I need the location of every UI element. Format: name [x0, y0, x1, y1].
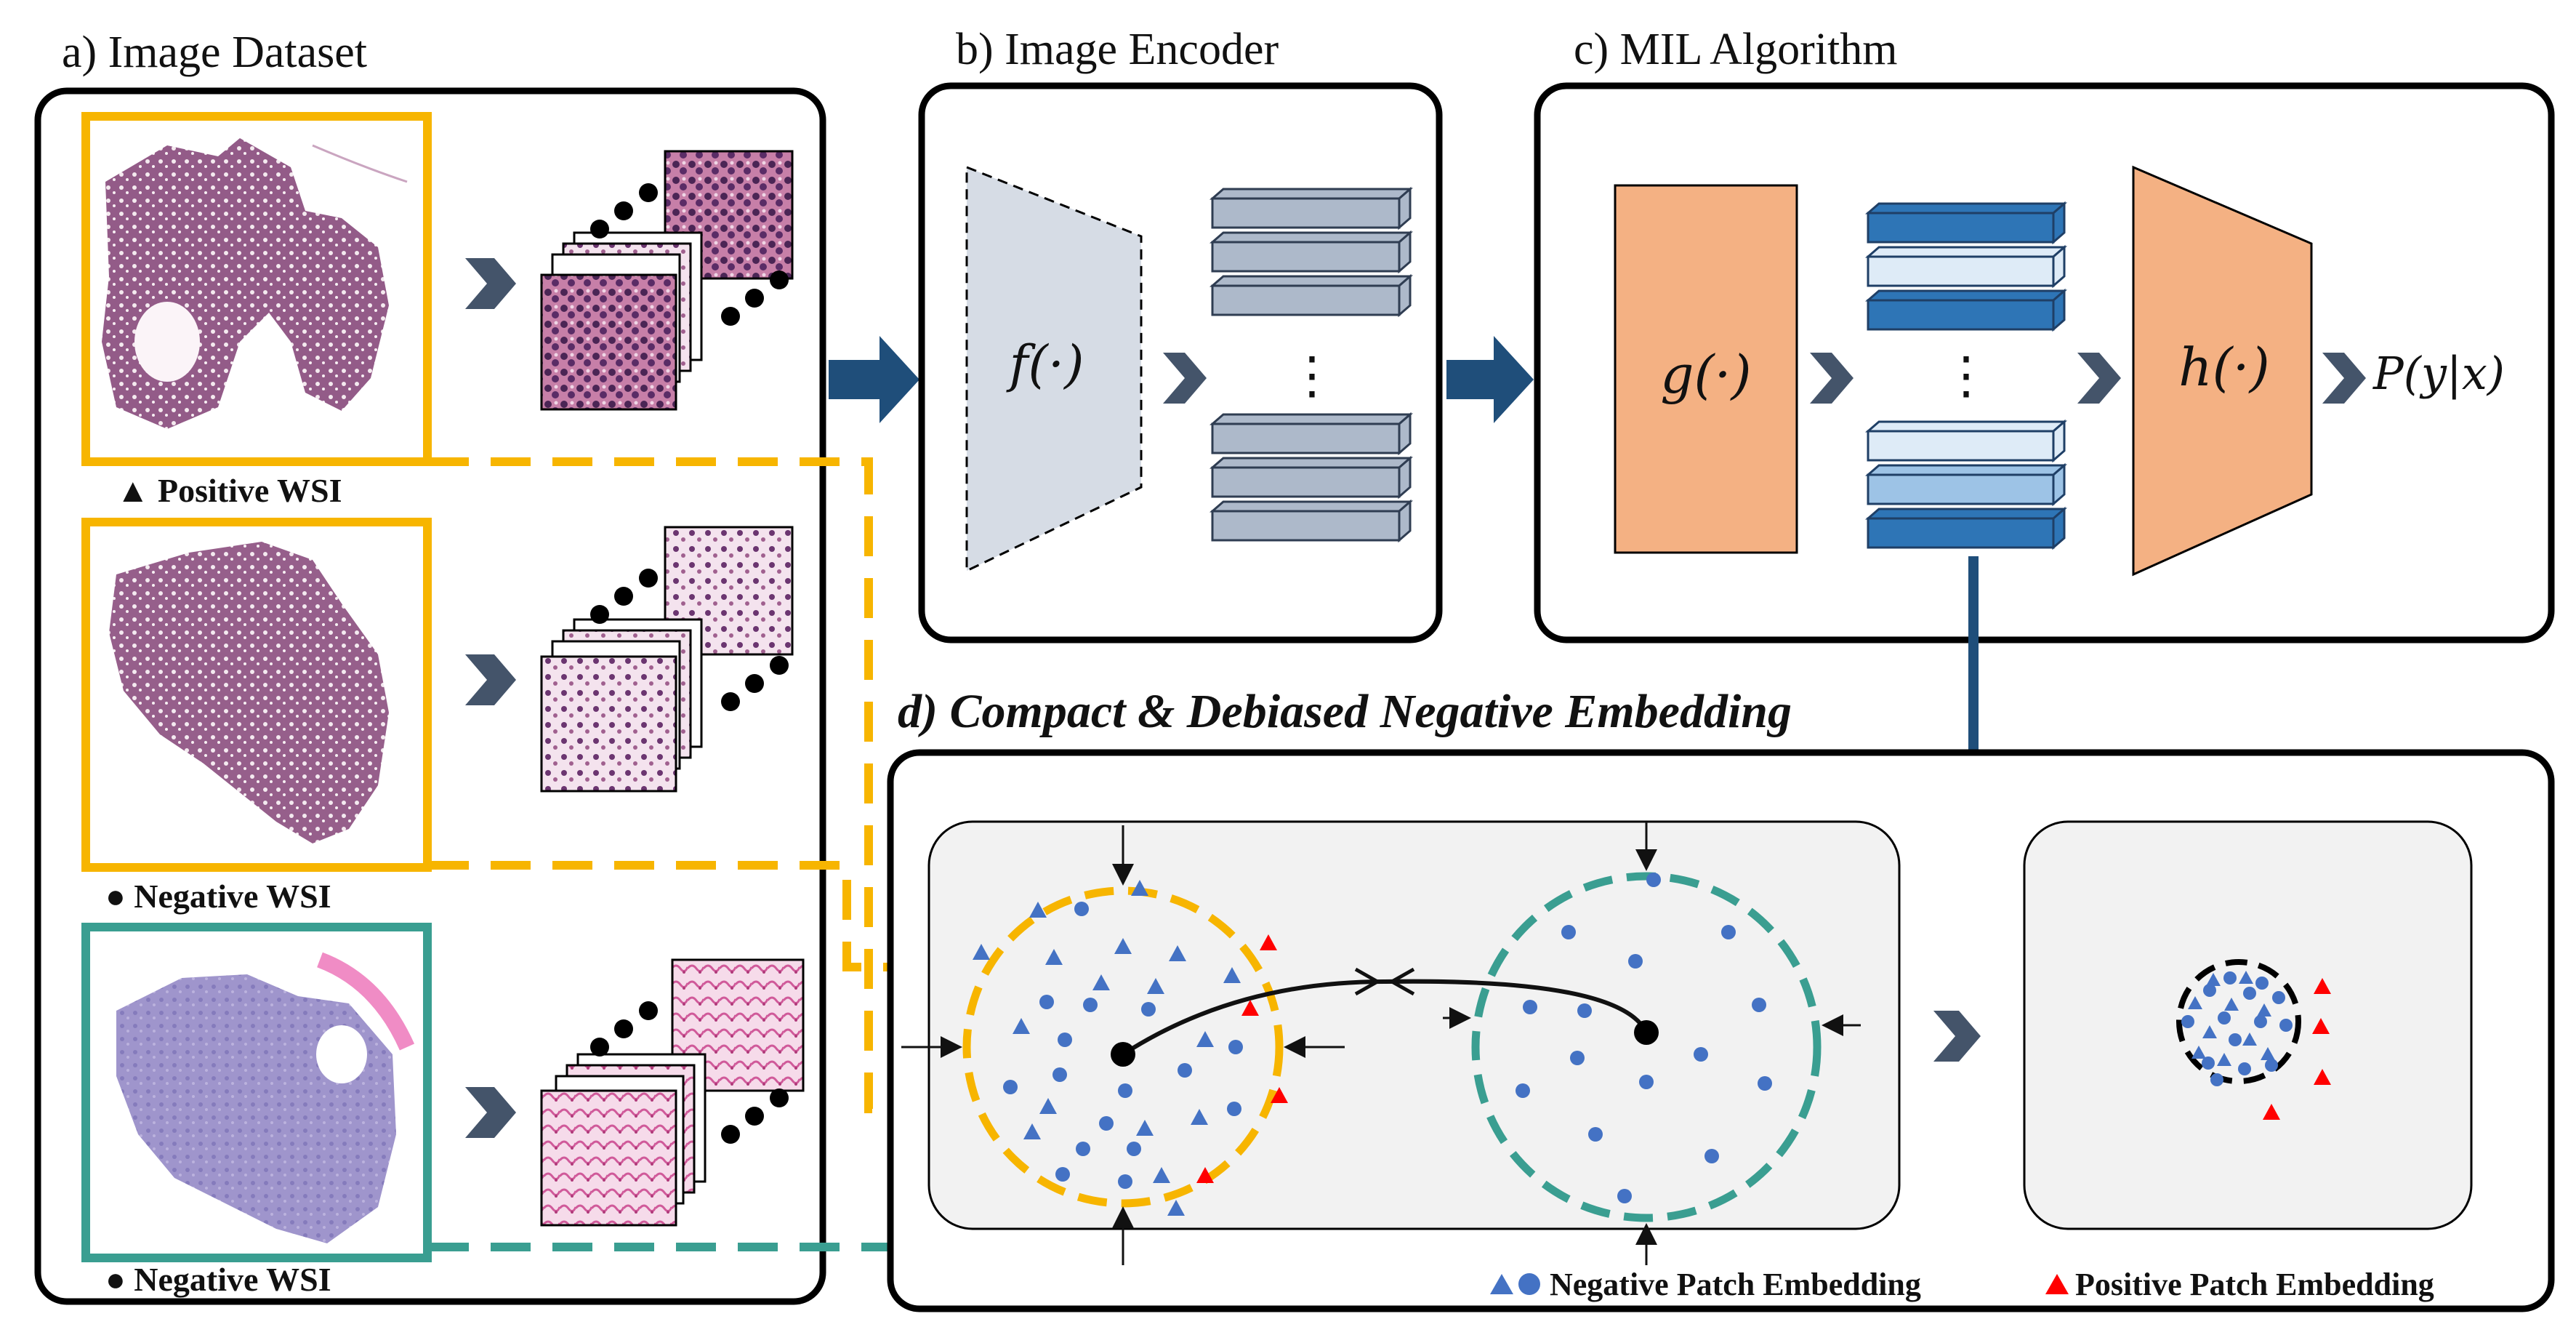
h-block: [2132, 165, 2313, 577]
chevron-right-icon: [465, 654, 516, 705]
negative-bag-embeddings: [1516, 873, 1772, 1203]
svg-text:● Negative WSI: ● Negative WSI: [105, 878, 331, 915]
embedding-space-before: [927, 820, 1901, 1230]
chevron-right-icon: [2322, 353, 2366, 404]
section-c-title: c) MIL Algorithm: [1574, 25, 1897, 74]
section-b-title: b) Image Encoder: [956, 25, 1279, 74]
center-attraction-arc: [1122, 979, 1649, 1057]
compact-positive-embeddings: [2263, 978, 2331, 1120]
embedding-space-after: [2023, 820, 2473, 1230]
encoder-ellipsis: ⋮: [1287, 345, 1337, 405]
triangle-icon: [2045, 1274, 2069, 1294]
chevron-right-icon: [1933, 1011, 1981, 1062]
compression-arrows: [901, 822, 1861, 1265]
negative-wsi-label-1: Negative WSI: [134, 878, 331, 915]
mil-ellipsis: ⋮: [1941, 345, 1992, 405]
arrow-right-icon: [829, 336, 919, 423]
negative-bag-cluster: [1471, 872, 1822, 1222]
circle-icon: ●: [105, 1261, 134, 1298]
triangle-icon: ▲: [116, 472, 158, 509]
svg-text:▲ Positive WSI: ▲ Positive WSI: [116, 472, 342, 509]
patch-stack-positive: [540, 150, 794, 411]
legend-negative-label: Negative Patch Embedding: [1550, 1267, 1921, 1302]
svg-text:● Negative WSI: ● Negative WSI: [105, 1261, 331, 1298]
output-probability-label: P(y|x): [2372, 347, 2505, 400]
section-a-title: a) Image Dataset: [62, 28, 367, 77]
image-dataset-panel: ▲ Positive WSI ● Negative WSI ● Negative…: [34, 87, 826, 1305]
patch-stack-negative-1: [540, 526, 794, 793]
compact-negative-embeddings: [2181, 971, 2293, 1086]
embedding-panel: Negative Patch Embedding Positive Patch …: [887, 749, 2555, 1312]
positive-bag-center: [1111, 1042, 1135, 1067]
compact-negative-cluster: [2176, 959, 2301, 1084]
chevron-right-icon: [465, 258, 516, 309]
encoder-function-label: f(·): [1006, 334, 1084, 394]
arrow-right-icon: [1446, 336, 1534, 423]
legend: Negative Patch Embedding Positive Patch …: [1490, 1267, 2434, 1302]
encoder-trapezoid: [965, 165, 1143, 573]
positive-wsi-thumbnail: [81, 112, 432, 466]
mil-algorithm-panel: g(·) ⋮ h(·) P(y|x): [1534, 82, 2555, 644]
chevron-right-icon: [1163, 353, 1207, 404]
negative-bag-center: [1634, 1020, 1659, 1045]
section-d-title: d) Compact & Debiased Negative Embedding: [898, 685, 1792, 738]
negative-wsi-thumbnail-2: [81, 923, 432, 1262]
encoder-feature-stack: [1209, 186, 1414, 543]
circle-icon: ●: [105, 878, 134, 915]
chevron-right-icon: [465, 1087, 516, 1138]
legend-positive-label: Positive Patch Embedding: [2075, 1267, 2434, 1302]
chevron-right-icon: [2077, 353, 2121, 404]
negative-wsi-label-2: Negative WSI: [134, 1261, 331, 1298]
image-encoder-panel: f(·) ⋮: [918, 82, 1443, 644]
positive-bag-cluster: [962, 886, 1284, 1208]
circle-icon: [1518, 1273, 1540, 1295]
g-block: [1614, 184, 1798, 554]
negative-wsi-thumbnail-1: [81, 518, 432, 872]
positive-bag-embeddings: [973, 880, 1288, 1216]
patch-stack-negative-2: [540, 958, 805, 1227]
g-function-label: g(·): [1660, 344, 1751, 405]
mil-feature-stack: [1864, 201, 2068, 550]
chevron-right-icon: [1810, 353, 1853, 404]
triangle-icon: [1490, 1274, 1513, 1294]
positive-wsi-label: Positive WSI: [158, 472, 342, 509]
h-function-label: h(·): [2178, 337, 2269, 398]
